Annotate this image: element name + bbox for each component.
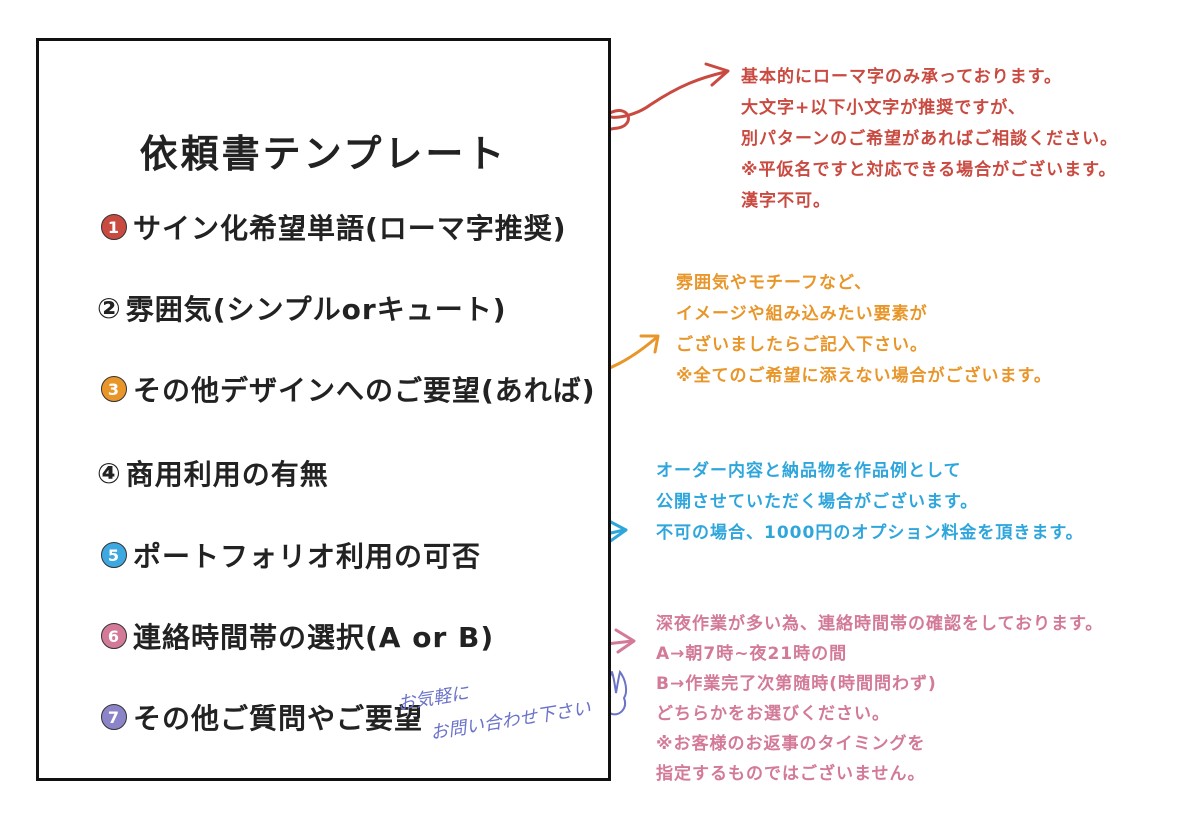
template-item-3: 3 その他デザインへのご要望(あれば) [101, 369, 596, 409]
note-1-line: 基本的にローマ字のみ承っております。 [741, 67, 1062, 87]
note-design-request: 雰囲気やモチーフなど、 イメージや組み込みたい要素が ございましたらご記入下さい… [676, 268, 1052, 392]
page-title: 依頼書テンプレート [139, 132, 508, 176]
item-2-label: 雰囲気(シンプルorキュート) [125, 293, 507, 326]
template-item-7: 7 その他ご質問やご要望 [101, 697, 423, 737]
note-portfolio: オーダー内容と納品物を作品例として 公開させていただく場合がございます。 不可の… [656, 456, 1084, 549]
template-item-6: 6 連絡時間帯の選択(A or B) [101, 616, 494, 656]
template-item-5: 5 ポートフォリオ利用の可否 [101, 535, 481, 575]
item-7-label: その他ご質問やご要望 [133, 702, 424, 735]
note-contact-time: 深夜作業が多い為、連絡時間帯の確認をしております。 A→朝7時~夜21時の間 B… [656, 609, 1103, 789]
note-sign-word: 基本的にローマ字のみ承っております。 大文字+以下小文字が推奨ですが、 別パター… [741, 62, 1118, 217]
template-item-1: 1 サイン化希望単語(ローマ字推奨) [101, 207, 567, 247]
note-1-line: ※平仮名ですと対応できる場合がございます。 [741, 160, 1117, 180]
note-5-line: 公開させていただく場合がございます。 [656, 492, 979, 512]
note-5-line: オーダー内容と納品物を作品例として [656, 461, 962, 481]
item-4-number: ④ [97, 456, 122, 490]
item-5-number: 5 [101, 542, 127, 568]
note-6-line: ※お客様のお返事のタイミングを [656, 734, 926, 754]
orange-arrow-head [639, 334, 660, 354]
note-1-line: 別パターンのご希望があればご相談ください。 [741, 129, 1119, 149]
note-1-line: 漢字不可。 [741, 191, 831, 211]
item-1-label: サイン化希望単語(ローマ字推奨) [133, 212, 567, 245]
pink-arrow-head [614, 628, 636, 654]
note-3-line: ございましたらご記入下さい。 [676, 335, 928, 355]
item-4-label: 商用利用の有無 [125, 458, 329, 491]
item-5-label: ポートフォリオ利用の可否 [133, 540, 482, 573]
item-3-number: 3 [101, 376, 127, 402]
item-3-label: その他デザインへのご要望(あれば) [133, 374, 596, 407]
note-3-line: 雰囲気やモチーフなど、 [676, 273, 873, 293]
template-item-4: ④ 商用利用の有無 [97, 453, 329, 493]
item-6-label: 連絡時間帯の選択(A or B) [133, 621, 495, 654]
note-6-line: どちらかをお選びください。 [656, 704, 890, 724]
item-7-number: 7 [101, 704, 127, 730]
note-6-line: 指定するものではございません。 [656, 764, 926, 784]
blue-arrow-head [605, 518, 628, 544]
note-1-line: 大文字+以下小文字が推奨ですが、 [741, 98, 1026, 118]
note-3-line: ※全てのご希望に添えない場合がございます。 [676, 366, 1052, 386]
note-6-line: B→作業完了次第随時(時間問わず) [656, 674, 937, 694]
item-2-number: ② [97, 291, 122, 325]
item-1-number: 1 [101, 214, 127, 240]
note-6-line: A→朝7時~夜21時の間 [656, 644, 848, 664]
item-6-number: 6 [101, 623, 127, 649]
template-item-2: ② 雰囲気(シンプルorキュート) [97, 288, 507, 328]
note-5-line: 不可の場合、1000円のオプション料金を頂きます。 [656, 523, 1084, 543]
template-panel: 依頼書テンプレート 1 サイン化希望単語(ローマ字推奨) ② 雰囲気(シンプルo… [36, 38, 611, 781]
red-arrow-head [704, 62, 730, 87]
note-3-line: イメージや組み込みたい要素が [676, 304, 928, 324]
note-6-line: 深夜作業が多い為、連絡時間帯の確認をしております。 [656, 614, 1104, 634]
